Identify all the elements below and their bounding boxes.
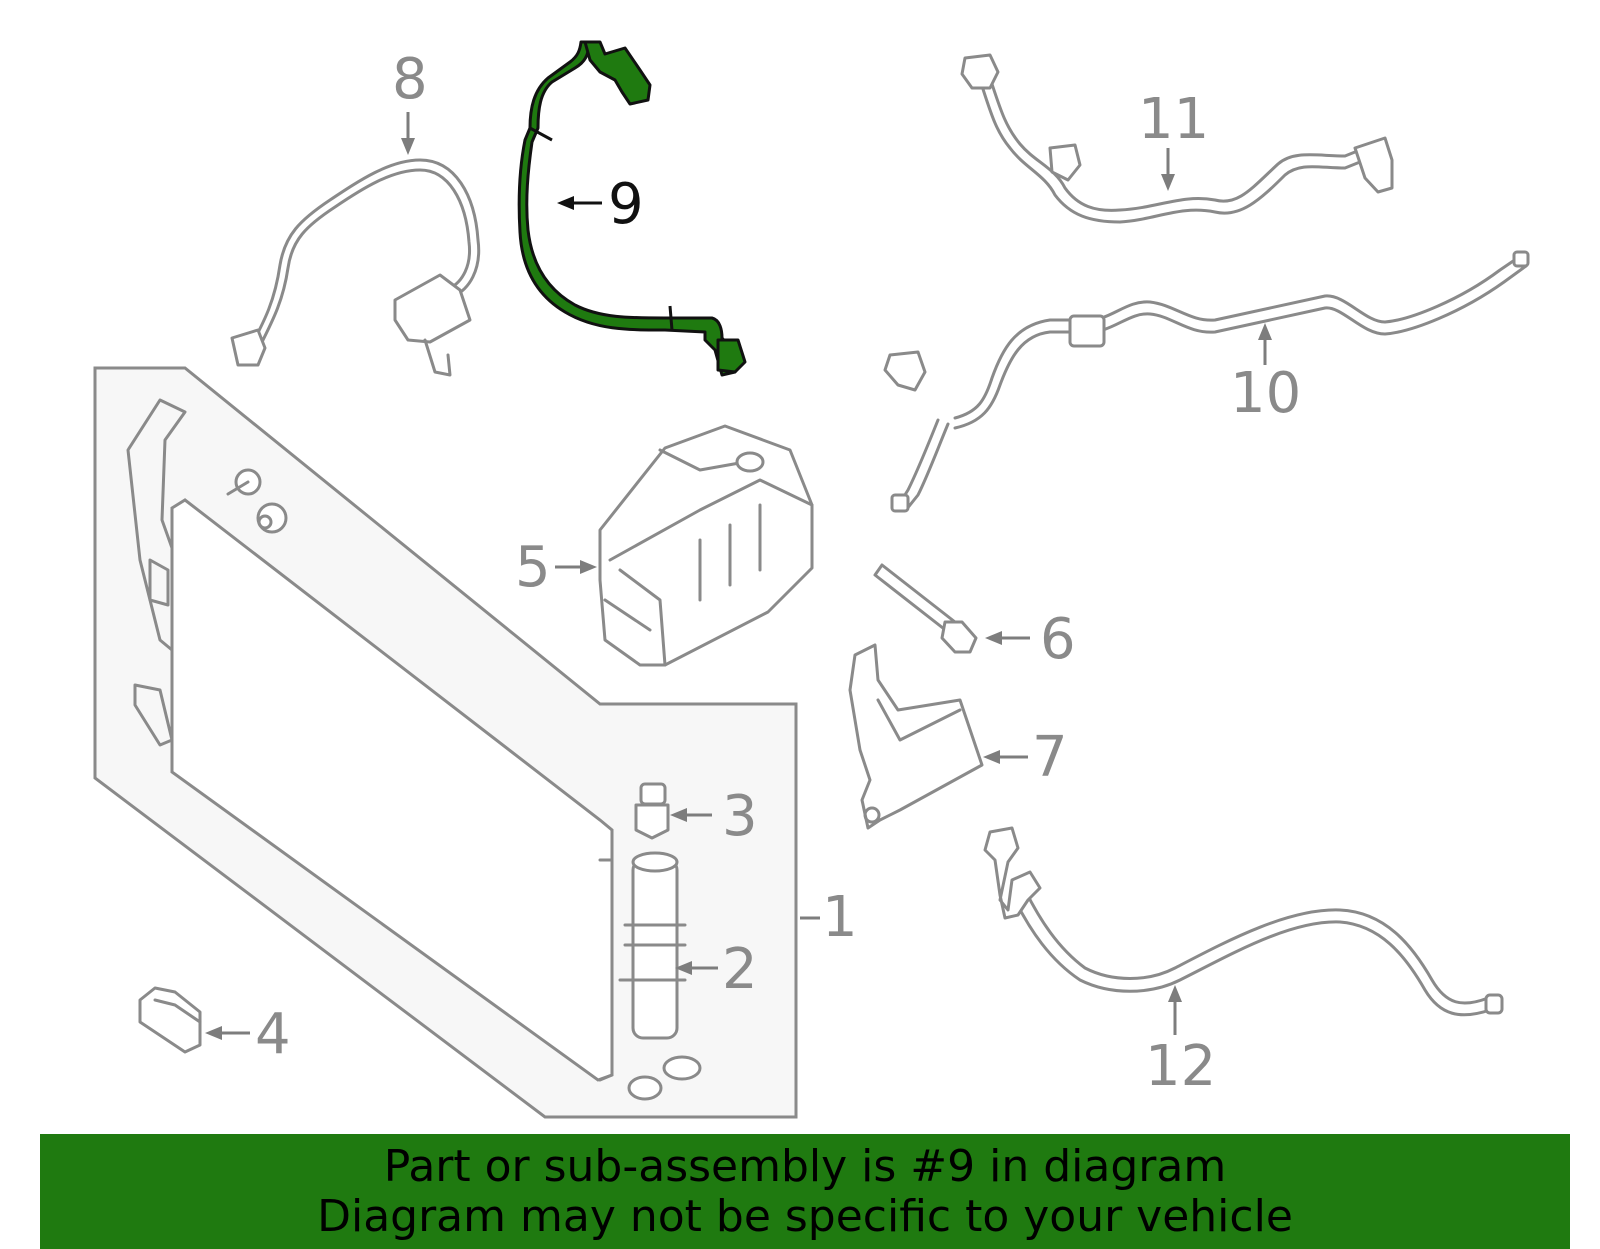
leader-12: [1168, 985, 1182, 1035]
banner-line-1: Part or sub-assembly is #9 in diagram: [383, 1140, 1227, 1192]
leader-5: [555, 560, 597, 574]
leader-4: [205, 1026, 250, 1040]
leader-2: [675, 961, 718, 975]
banner-line-2: Diagram may not be specific to your vehi…: [317, 1190, 1293, 1242]
part-12-hose: [983, 826, 1504, 1017]
callout-2: 2: [722, 937, 758, 1002]
part-4-clip: [138, 986, 202, 1054]
leader-arrows: [205, 112, 1272, 1040]
part-11-pipe: [960, 53, 1394, 224]
callout-8: 8: [392, 47, 428, 112]
leader-9: [557, 196, 602, 210]
disclaimer-banner: Part or sub-assembly is #9 in diagram Di…: [40, 1134, 1570, 1249]
leader-7: [983, 750, 1028, 764]
part-3-pressure-switch: [634, 782, 670, 840]
part-8-hose: [230, 158, 481, 377]
leader-11: [1161, 148, 1175, 191]
part-7-bracket: [848, 643, 984, 830]
leader-3: [670, 808, 712, 822]
callout-6: 6: [1040, 607, 1076, 672]
part-5-compressor: [598, 424, 814, 667]
leader-10: [1258, 323, 1272, 365]
part-1-condenser: [93, 366, 798, 1119]
callout-4: 4: [255, 1002, 291, 1067]
callout-12: 12: [1145, 1034, 1216, 1099]
callout-5: 5: [515, 535, 551, 600]
part-10-pipe: [883, 250, 1530, 513]
callout-11: 11: [1138, 87, 1209, 152]
part-6-bolt: [873, 563, 978, 654]
callout-7: 7: [1032, 725, 1068, 790]
callout-10: 10: [1230, 361, 1301, 426]
part-2-receiver-drier: [618, 851, 687, 1040]
callout-1: 1: [822, 885, 858, 950]
part-9-hose: [517, 40, 747, 377]
leader-8: [401, 112, 415, 155]
callout-labels: 1 2 3 4 5 6 7 8 9 10 11 12: [255, 47, 1301, 1099]
callout-9: 9: [608, 172, 644, 237]
callout-3: 3: [722, 784, 758, 849]
leader-6: [985, 631, 1030, 645]
